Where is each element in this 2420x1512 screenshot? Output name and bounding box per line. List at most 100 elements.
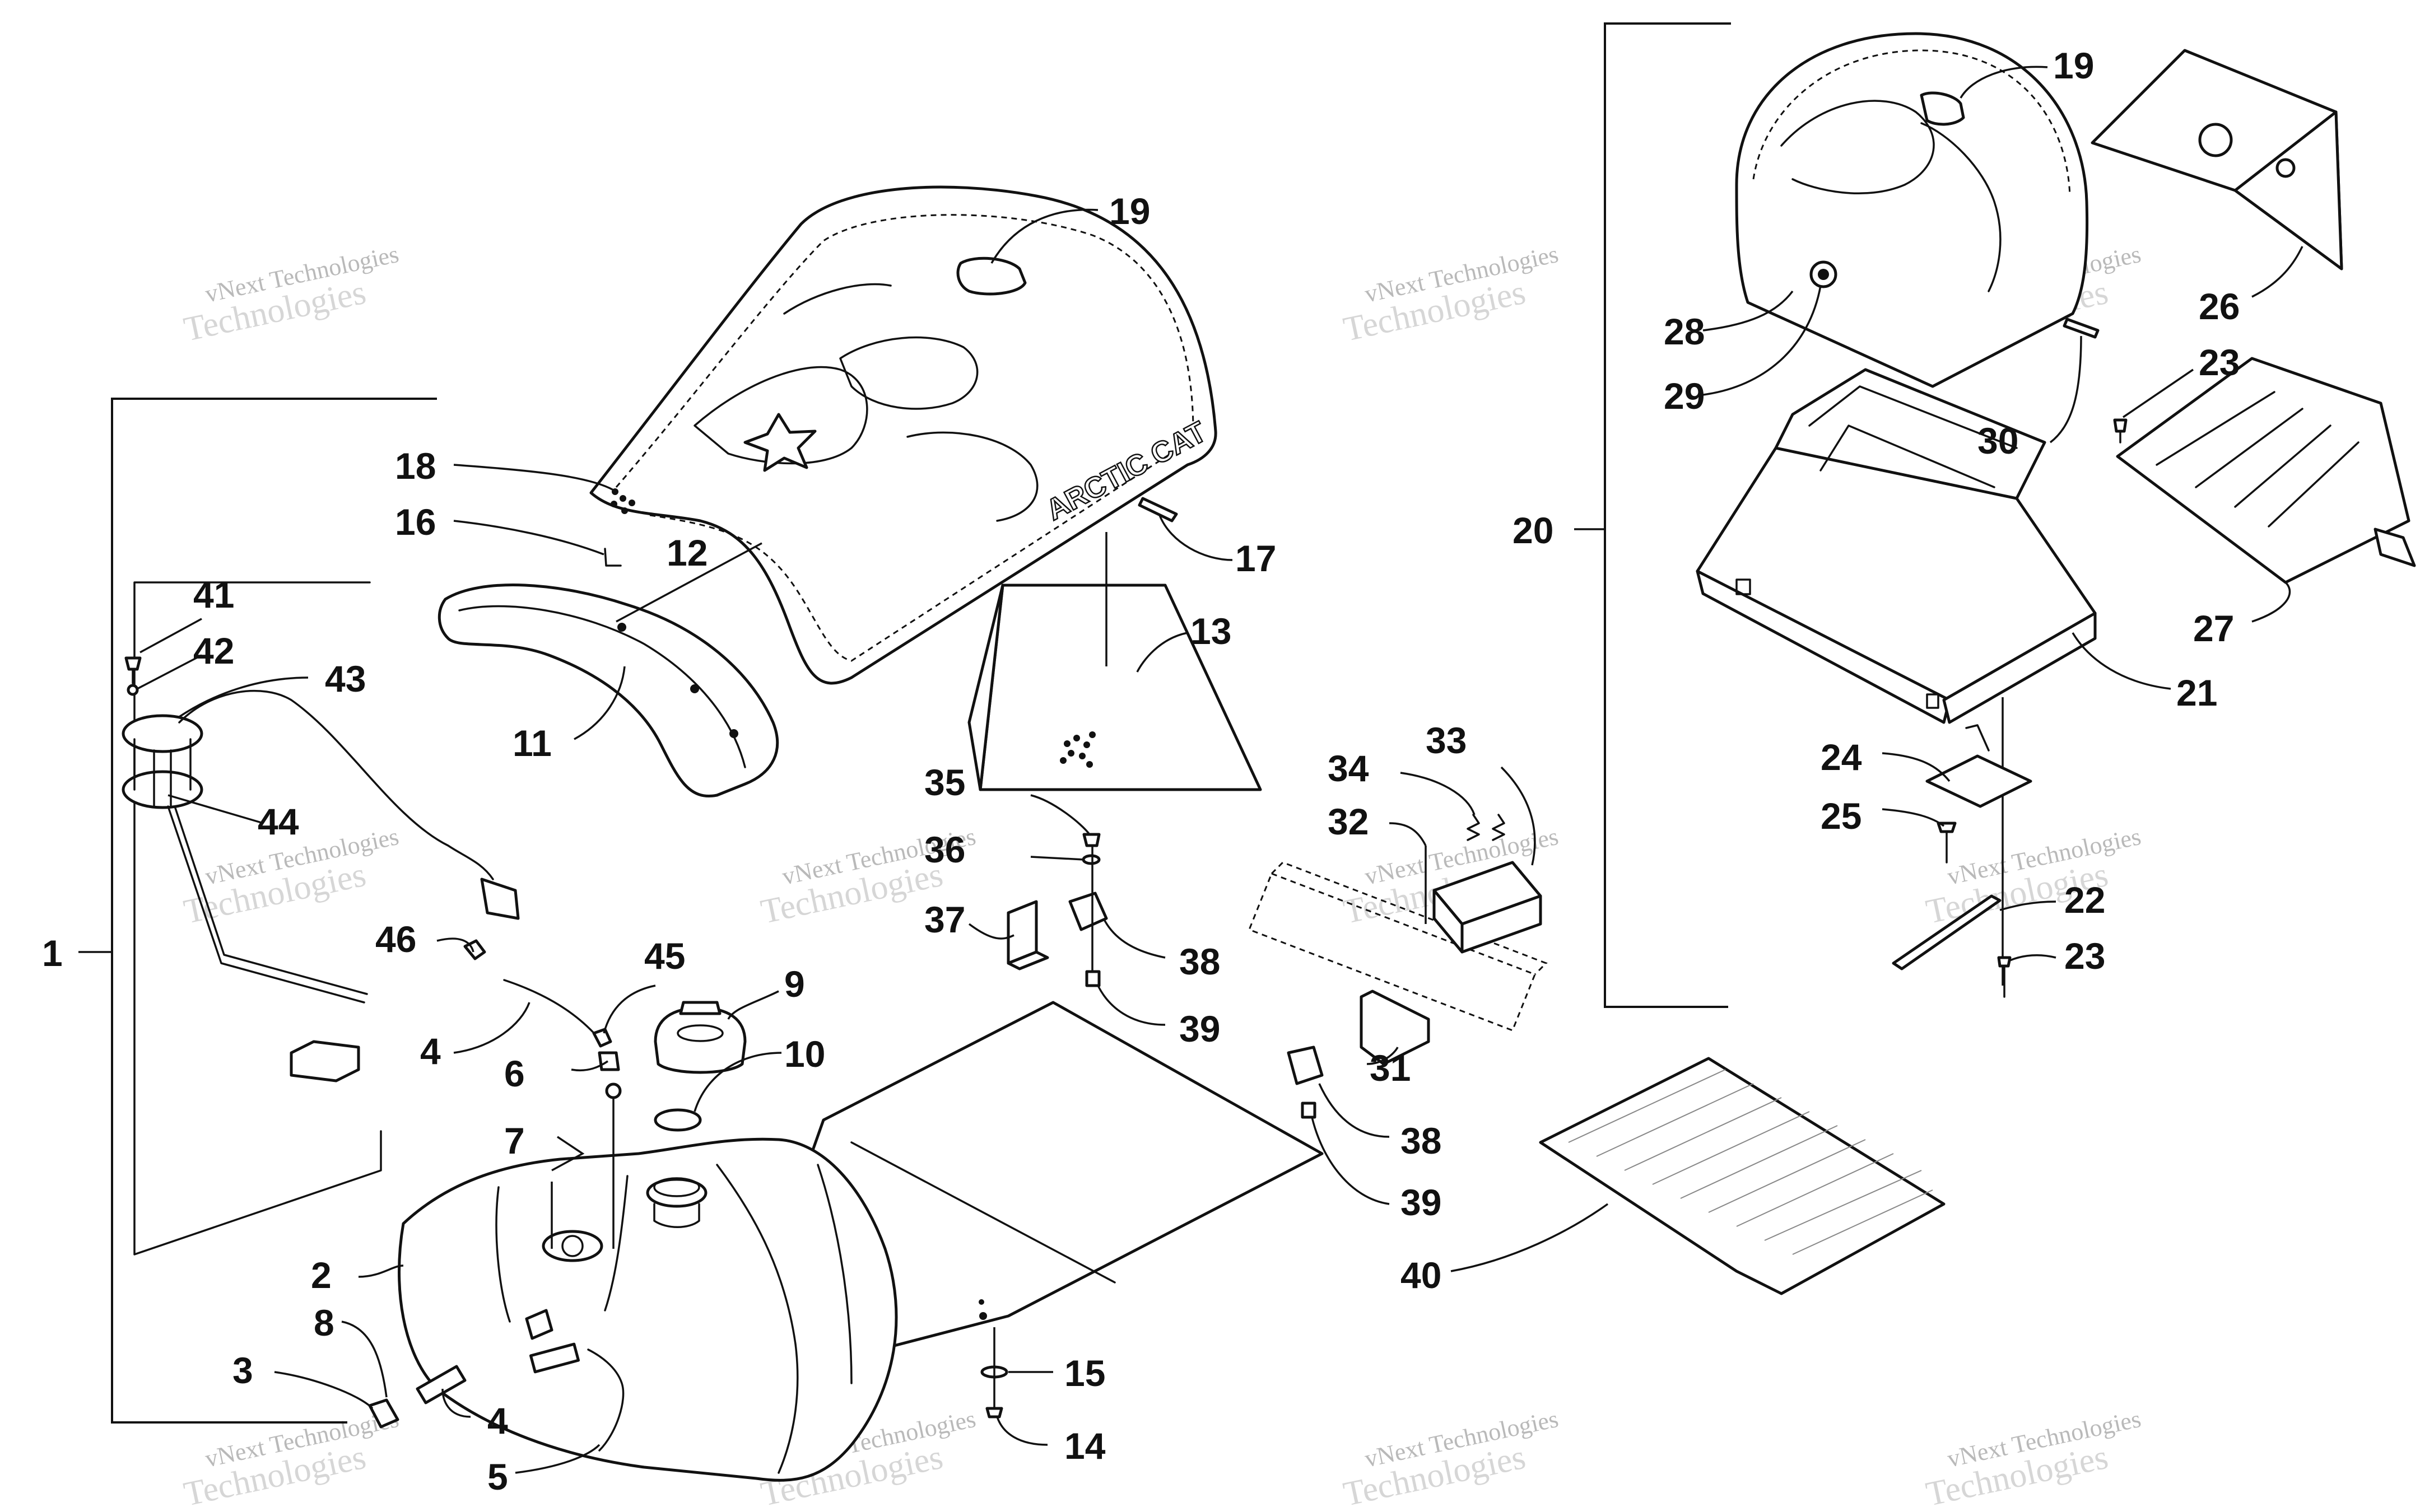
leader-26 [2251,246,2303,298]
callout-7: 7 [504,1120,525,1161]
callout-45: 45 [644,935,685,977]
leader-38b [1318,1083,1390,1138]
leader-4a [453,1002,530,1054]
leader-44 [167,794,264,824]
leader-40 [1450,1203,1609,1272]
watermark-12: vNext Technologies Technologies [1923,1405,2143,1512]
callout-44: 44 [258,801,299,842]
storage-block [967,584,1262,791]
leader-23b [2009,954,2056,962]
leader-17 [1158,515,1233,561]
bracket-24-tab [1965,724,1990,752]
leader-7 [551,1136,585,1172]
leader-6 [571,1060,608,1072]
leader-14 [996,1416,1048,1446]
latch-38-a [1068,892,1108,931]
washer-42 [127,684,139,696]
callout-2: 2 [311,1254,332,1296]
leader-45 [603,984,656,1034]
screw-41 [124,656,142,671]
callout-37: 37 [924,899,965,940]
leader-18 [453,464,614,491]
callout-32: 32 [1328,801,1369,842]
leader-12 [616,542,762,623]
washer-36 [1082,854,1101,865]
bracket-1-outline [133,581,382,1256]
callout-22: 22 [2064,879,2105,921]
callout-38-b: 38 [1400,1120,1441,1161]
washer-7 [605,1082,622,1099]
leader-39b [1311,1117,1390,1205]
o-ring-10 [654,1108,702,1132]
storage-block-emblem [1060,731,1096,768]
callout-39-a: 39 [1179,1008,1220,1049]
storage-box [1696,368,2097,724]
leader-34 [1400,772,1476,815]
callout-41: 41 [193,574,234,615]
watermark-3: vNext Technologies Technologies [1340,240,1561,349]
callout-5: 5 [487,1456,508,1497]
clip-16 [604,548,622,567]
seat: ARCTIC CAT [589,185,1217,685]
callout-1: 1 [42,932,63,974]
callout-24: 24 [1821,736,1862,778]
callout-17: 17 [1235,538,1276,579]
leader-19a [990,208,1099,264]
screw-23-a [2113,418,2128,433]
callout-19-cover: 19 [2053,45,2094,86]
leader-8 [341,1320,388,1398]
leader-25 [1882,808,1945,827]
screw-23-b [1997,956,2012,968]
callout-3: 3 [232,1350,253,1391]
callout-15: 15 [1064,1352,1105,1394]
leader-19b [1960,66,2048,99]
callout-23-top: 23 [2199,342,2240,383]
clamp-45 [592,1028,612,1048]
callout-30: 30 [1977,420,2018,461]
callout-29: 29 [1664,375,1705,417]
watermark-1: vNext Technologies Technologies [180,240,401,349]
callout-19-seat: 19 [1109,190,1150,232]
callout-36: 36 [924,829,965,870]
callout-13: 13 [1190,610,1231,652]
latch-assembly [1248,814,1548,1066]
fuel-sender [122,714,368,1082]
leader-23a [2123,368,2194,418]
leader-21 [2072,632,2171,690]
callout-21: 21 [2176,672,2217,713]
bolt-35 [1082,833,1101,847]
leader-31 [1366,1047,1399,1065]
callout-9: 9 [784,963,805,1005]
callout-27: 27 [2193,608,2234,649]
leader-33 [1500,766,1536,866]
callout-20: 20 [1513,510,1553,551]
nut-39-a [1085,970,1101,987]
pin-17 [1138,497,1178,522]
leader-16 [453,520,604,556]
callout-10: 10 [784,1033,825,1075]
leader-29 [1702,285,1822,396]
fitting-6 [598,1051,620,1071]
tray-27 [2116,357,2416,584]
leader-38a [1102,918,1166,959]
leader-32 [1389,822,1427,846]
callout-8: 8 [314,1302,334,1343]
seat-base [438,584,779,797]
floor-mat [1539,1057,1946,1295]
callout-16: 16 [395,501,436,543]
leader-4b [441,1388,471,1418]
callout-12: 12 [667,532,708,573]
callout-33: 33 [1426,720,1467,761]
callout-28: 28 [1664,311,1705,352]
callout-14: 14 [1064,1425,1106,1467]
callout-31: 31 [1370,1047,1411,1089]
latch-38-b [1287,1046,1324,1085]
leader-9 [727,990,779,1020]
callout-42: 42 [193,630,234,671]
fuel-hose [503,979,598,1037]
leader-42 [137,654,202,690]
callout-46: 46 [375,918,416,960]
bracket-fuel-tank-assembly [111,398,437,1424]
storage-cover [1735,32,2089,388]
